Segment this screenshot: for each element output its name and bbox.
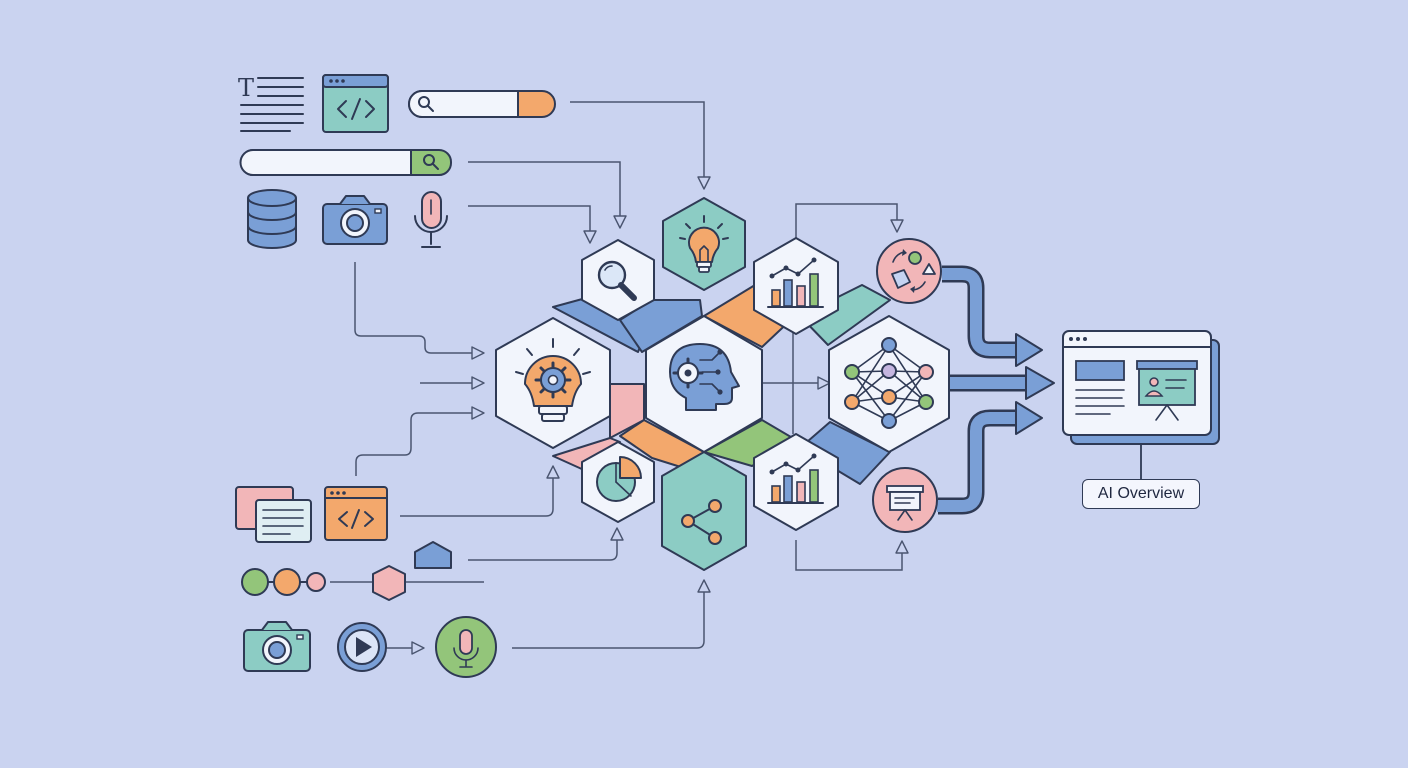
hex-neural-network <box>828 315 950 453</box>
hex-bar-chart-lower <box>753 433 839 531</box>
camera-teal-icon <box>243 621 311 672</box>
hex-grid-fills <box>552 284 891 485</box>
hex-magnifier <box>581 239 655 321</box>
microphone-circle-icon <box>435 616 497 678</box>
hex-pie-chart <box>581 441 655 523</box>
output-flow-arrows <box>937 265 1055 515</box>
code-window-orange-icon <box>324 486 388 541</box>
shapes-cycle-icon <box>891 249 936 293</box>
svg-text:T: T <box>238 74 254 102</box>
bar-chart-icon <box>767 257 824 308</box>
lightbulb-gear-icon <box>515 338 591 422</box>
hex-bar-chart-upper <box>753 237 839 335</box>
timeline-icon <box>241 565 406 601</box>
search-bar-icon <box>408 90 556 118</box>
neural-network-icon <box>844 337 934 429</box>
node-presentation <box>872 467 938 533</box>
documents-icon <box>235 486 312 543</box>
output-panel <box>1062 330 1220 480</box>
play-button-icon <box>337 622 387 672</box>
hex-share-nodes <box>661 451 747 571</box>
ai-overview-label: AI Overview <box>1082 479 1200 509</box>
pie-chart-icon <box>596 456 642 502</box>
share-nodes-icon <box>681 499 722 545</box>
hex-ai-head <box>645 315 763 453</box>
magnifier-icon <box>597 260 637 301</box>
connectors <box>330 101 909 655</box>
microphone-icon <box>414 191 448 248</box>
presentation-icon <box>886 485 924 521</box>
node-shapes-cycle <box>876 238 942 304</box>
camera-icon <box>322 195 388 245</box>
database-icon <box>247 189 297 249</box>
code-window-icon <box>322 74 389 133</box>
bar-chart-lower-icon <box>767 453 824 504</box>
hex-lightbulb <box>662 197 746 291</box>
search-bar-green-icon <box>239 149 452 176</box>
hex-lightbulb-gear <box>495 317 611 449</box>
ai-head-icon <box>669 343 740 411</box>
text-document-icon: T <box>238 74 304 132</box>
lightbulb-icon <box>679 215 729 273</box>
house-icon <box>414 541 452 569</box>
overview-window-icon <box>1062 330 1212 436</box>
